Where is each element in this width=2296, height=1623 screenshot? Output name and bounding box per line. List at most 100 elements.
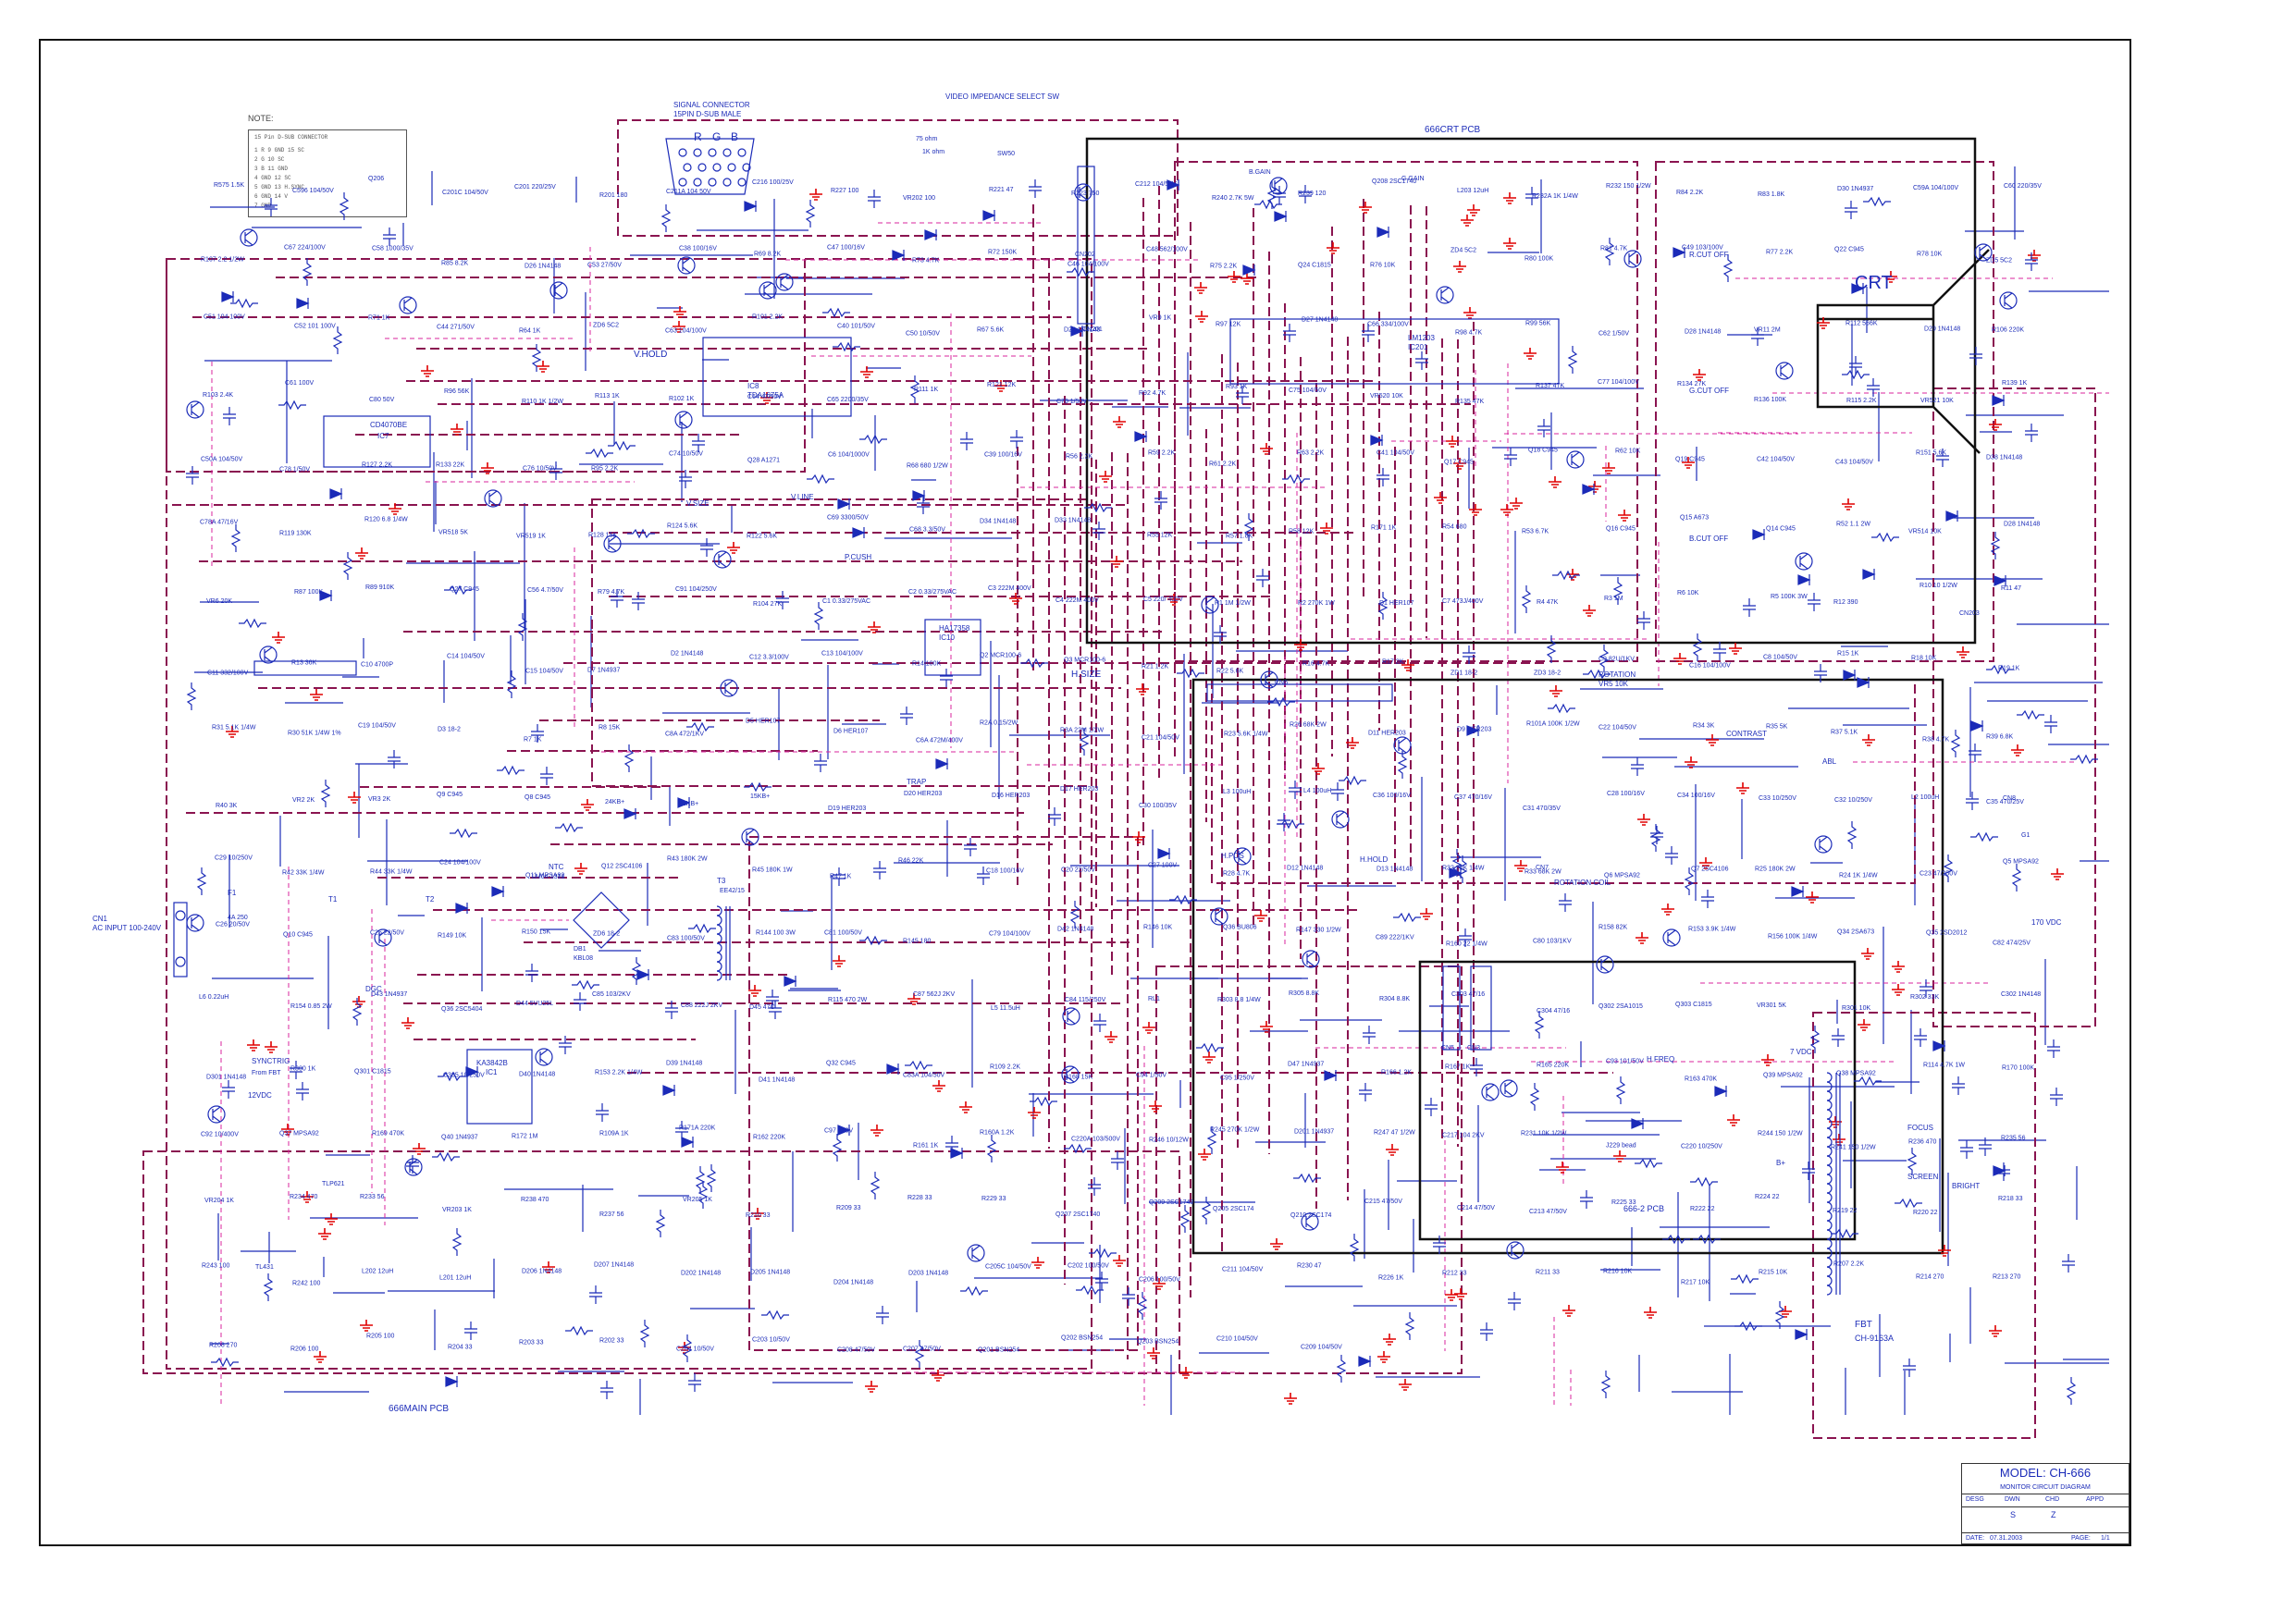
ground-symbol: [1110, 556, 1123, 568]
f1-value-label: 4A 250: [228, 915, 248, 921]
transistor-symbol: [1233, 847, 1252, 866]
capacitor-symbol: [1331, 782, 1344, 801]
capacitor-symbol: [2025, 252, 2038, 271]
transistor-symbol: [1269, 177, 1288, 195]
ground-symbol: [318, 1228, 331, 1240]
component-label: R81 4.7K: [1600, 245, 1628, 252]
transistor-symbol: [677, 256, 696, 275]
ground-symbol: [1284, 1393, 1297, 1405]
ground-symbol: [673, 321, 685, 333]
ground-symbol: [860, 366, 873, 378]
component-label: R113 1K: [595, 393, 620, 400]
component-label: C47 100/16V: [827, 244, 865, 251]
component-label: VR203 1K: [442, 1207, 472, 1213]
capacitor-symbol: [833, 867, 846, 886]
v-line-label: V.LINE: [791, 493, 814, 501]
capacitor-symbol: [574, 992, 586, 1011]
component-label: Q203 BSN254: [1137, 1339, 1179, 1346]
component-label: C38 100/16V: [679, 245, 717, 252]
capacitor-symbol: [531, 724, 544, 743]
component-label: C65 2200/35V: [827, 397, 869, 403]
resistor-symbol: [586, 448, 613, 459]
component-label: Q301 C1815: [354, 1068, 391, 1075]
capacitor-symbol: [1525, 187, 1538, 205]
component-label: C46 104/100V: [1068, 261, 1109, 267]
capacitor-symbol: [1095, 1272, 1108, 1290]
component-label: R44 33K 1/4W: [370, 868, 413, 875]
capacitor-symbol: [876, 1306, 889, 1324]
capacitor-symbol: [1701, 890, 1714, 908]
component-label: C13 104/100V: [821, 650, 863, 657]
component-label: R210 33: [746, 1212, 771, 1219]
transformer-coil: [716, 924, 722, 935]
capacitor-symbol: [1154, 491, 1167, 510]
component-label: R54 680: [1442, 524, 1467, 531]
ground-symbol: [1644, 1307, 1657, 1319]
component-label: C214 47/50V: [1457, 1205, 1495, 1211]
component-label: Q17 C945: [1444, 459, 1474, 465]
component-label: C206 100/50V: [1139, 1276, 1180, 1283]
ground-symbol: [1682, 457, 1695, 469]
title-block: MODEL: CH-666 MONITOR CIRCUIT DIAGRAM DE…: [1961, 1463, 2129, 1544]
transistor-leads: [724, 680, 734, 696]
capacitor-symbol: [1936, 449, 1949, 467]
diode-symbol: [677, 797, 691, 808]
ground-symbol: [751, 1208, 764, 1220]
transistor-symbol: [1775, 362, 1794, 380]
component-label: C30 100/35V: [1139, 803, 1177, 809]
component-label: D9 HER203: [1457, 727, 1491, 733]
capacitor-symbol: [900, 707, 913, 725]
transistor-symbol: [1566, 450, 1585, 469]
resistor-symbol: [859, 935, 887, 946]
component-label: ZD3 18-2: [1534, 670, 1561, 676]
connector-pin: [683, 163, 692, 172]
component-label: R104 27K: [753, 601, 782, 608]
component-label: 24KB+: [605, 799, 624, 805]
fbt-label: FBT: [1855, 1320, 1872, 1330]
impedance-75-label: 75 ohm: [916, 136, 938, 142]
ground-symbol: [1989, 419, 2002, 431]
resistor-symbol: [2011, 864, 2022, 891]
resistor-symbol: [1612, 577, 1623, 605]
component-label: C211A 104 50V: [666, 189, 711, 195]
ground-symbol: [959, 1101, 972, 1113]
component-label: C11 332/100V: [207, 670, 249, 676]
resistor-symbol: [531, 344, 542, 372]
component-label: L203 12uH: [1457, 188, 1488, 194]
trace-frame: [1174, 161, 1638, 662]
component-label: Q18 C945: [1528, 447, 1558, 453]
ground-symbol: [760, 392, 773, 404]
capacitor-symbol: [1463, 646, 1475, 664]
resistor-symbol: [1529, 1083, 1540, 1111]
ground-symbol: [1613, 1150, 1626, 1162]
resistor-symbol: [914, 1340, 925, 1368]
transistor-symbol: [1999, 291, 2018, 310]
bridge-rectifier: [573, 891, 630, 949]
component-label: C80 50V: [369, 397, 395, 403]
component-label: R203 33: [519, 1340, 544, 1346]
component-label: R14 100K: [912, 660, 941, 667]
db1-label: DB1: [574, 946, 586, 953]
diode-symbol: [886, 1064, 900, 1075]
component-label: R170 100K: [2002, 1064, 2034, 1071]
component-label: C92 10/400V: [201, 1132, 239, 1138]
capacitor-symbol: [688, 1373, 701, 1392]
component-label: R245 270K 1/2W: [1210, 1127, 1260, 1134]
resistor-symbol: [1846, 821, 1858, 849]
resistor-symbol: [1548, 703, 1575, 714]
component-label: R21 1.2K: [1142, 663, 1169, 670]
diode-symbol: [1242, 264, 1256, 276]
ground-symbol: [1685, 756, 1697, 768]
ground-symbol: [1583, 605, 1596, 617]
component-label: R213 270: [1993, 1273, 2020, 1280]
component-label: C41 104/50V: [1376, 449, 1414, 456]
component-label: VR9 1K: [1149, 315, 1171, 322]
ground-symbol: [2011, 744, 2024, 756]
ground-symbol: [1884, 271, 1897, 283]
capacitor-symbol: [1504, 448, 1517, 466]
transistor-leads: [1066, 1066, 1075, 1083]
component-label: R89 910K: [365, 584, 394, 591]
signal-connector-label: SIGNAL CONNECTOR: [673, 101, 750, 109]
resistor-symbol: [623, 744, 635, 772]
component-label: R302 33K: [1910, 994, 1939, 1001]
